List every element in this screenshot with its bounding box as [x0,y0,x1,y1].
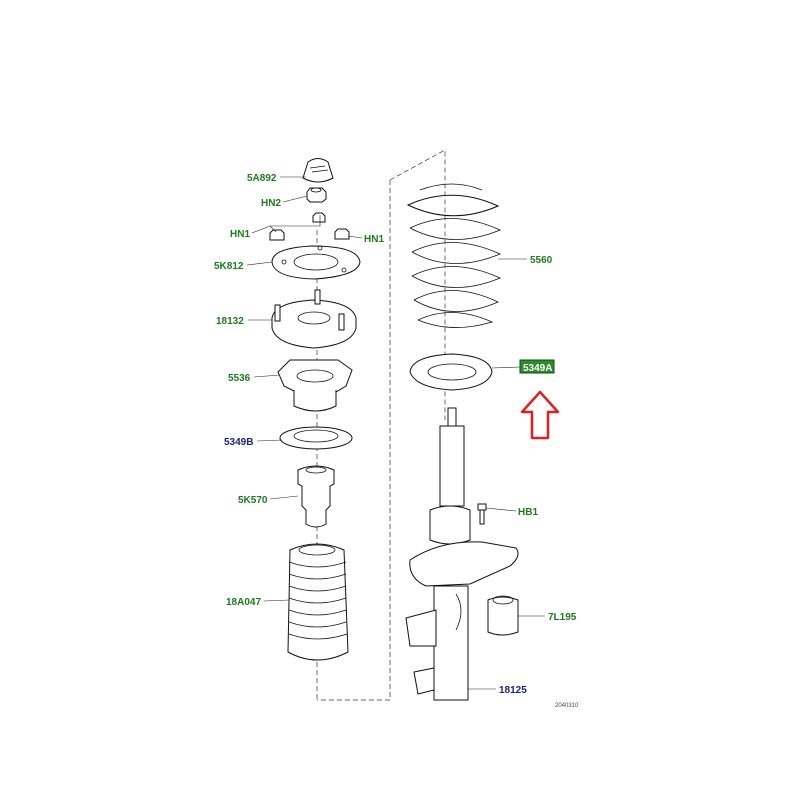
part-5K812-plate[interactable] [271,245,361,280]
part-18125-strut[interactable] [405,407,519,701]
label-5536: 5536 [228,373,251,384]
callout-labels: 5A892 HN2 HN1 HN1 5K812 18132 5536 5349B… [214,173,579,709]
part-HN1-nut-center[interactable] [312,212,326,223]
label-HN2: HN2 [261,198,281,209]
label-18132: 18132 [216,316,244,327]
drawing-number: 2040310 [555,703,579,709]
part-18A047-dust-boot[interactable] [287,543,349,661]
part-5536-bracket[interactable] [277,359,353,412]
part-7L195-bushing[interactable] [487,595,519,636]
label-5K570: 5K570 [238,495,268,506]
label-5349A: 5349A [523,363,552,374]
part-5A892-cap[interactable] [302,158,334,183]
part-5560-coil-spring[interactable] [406,183,501,328]
part-HN1-nut-right[interactable] [334,228,350,240]
part-18132-top-mount[interactable] [271,289,357,349]
label-18125: 18125 [499,685,527,696]
part-5349A-insulator[interactable] [409,353,493,391]
up-arrow-icon [520,390,560,440]
label-HN1-right: HN1 [364,234,384,245]
label-18A047: 18A047 [226,597,261,608]
part-HN1-nut-left[interactable] [269,229,285,241]
assembly-guide-lines [316,149,446,701]
part-5349B-insulator[interactable] [279,426,353,450]
label-7L195: 7L195 [548,612,577,623]
part-5K570-bump-stop[interactable] [297,465,335,528]
label-5K812: 5K812 [214,261,244,272]
part-HB1-bolt[interactable] [477,503,487,525]
label-5349B: 5349B [224,437,253,448]
label-HB1: HB1 [518,507,538,518]
highlight-box [519,359,555,374]
label-5560: 5560 [530,255,553,266]
leader-lines [246,176,545,690]
label-HN1-left: HN1 [230,229,250,240]
label-5A892: 5A892 [247,173,277,184]
part-HN2-nut[interactable] [306,187,327,203]
